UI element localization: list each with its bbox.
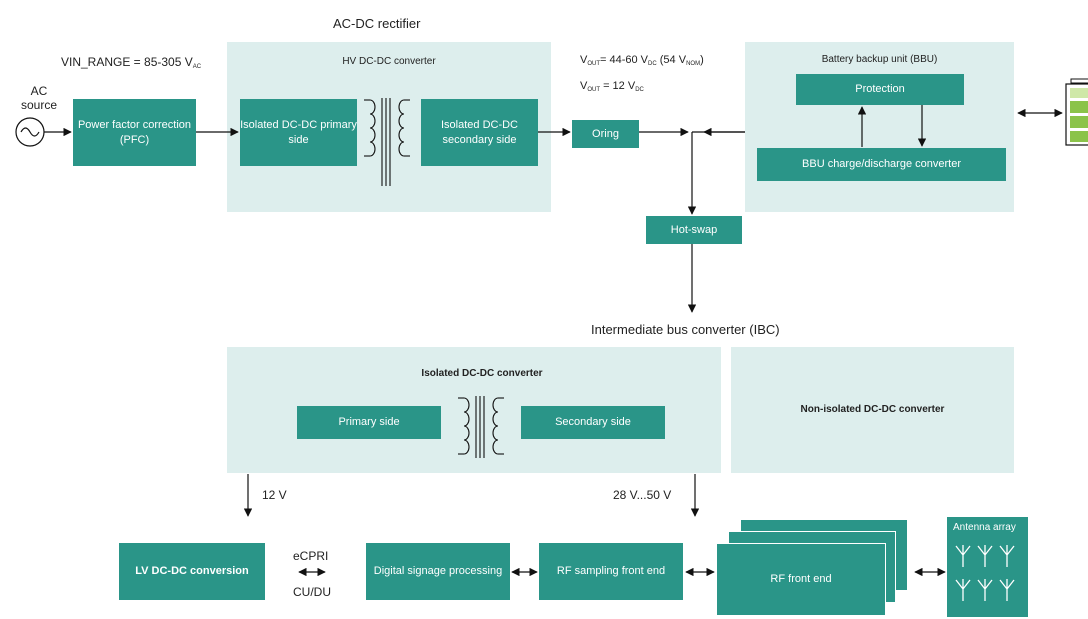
battery-icon bbox=[1065, 78, 1088, 146]
rf-front-end-block: RF front end bbox=[716, 543, 886, 616]
label-ecpri: eCPRI bbox=[293, 549, 329, 563]
rf-sampling-block: RF sampling front end bbox=[539, 543, 683, 600]
hotswap-block: Hot-swap bbox=[646, 216, 742, 244]
bbu-panel bbox=[745, 42, 1014, 212]
bbu-title: Battery backup unit (BBU) bbox=[821, 54, 938, 65]
iso-primary-block: Isolated DC-DC primary side bbox=[240, 99, 357, 166]
ac-source-label: AC source bbox=[21, 84, 58, 113]
nonisolated-converter-title: Non-isolated DC-DC converter bbox=[800, 404, 945, 415]
secondary-side-block: Secondary side bbox=[521, 406, 665, 439]
nonisolated-converter-panel bbox=[731, 347, 1014, 473]
transformer-icon-middle bbox=[458, 396, 504, 458]
dsp-block: Digital signage processing bbox=[366, 543, 510, 600]
vin-range-label: VIN_RANGE = 85-305 VAC bbox=[61, 55, 202, 70]
lv-dcdc-block: LV DC-DC conversion bbox=[119, 543, 265, 600]
primary-side-block: Primary side bbox=[297, 406, 441, 439]
acdc-rectifier-title: AC-DC rectifier bbox=[333, 16, 421, 31]
antenna-array-label: Antenna array bbox=[953, 522, 1016, 533]
label-cudu: CU/DU bbox=[293, 585, 331, 599]
vout-12v-label: VOUT = 12 VDC bbox=[580, 80, 644, 93]
oring-block: Oring bbox=[572, 120, 639, 148]
hv-converter-title: HV DC-DC converter bbox=[342, 56, 436, 67]
label-28-50v: 28 V...50 V bbox=[613, 488, 672, 502]
antenna-array-block: Antenna array bbox=[947, 517, 1028, 617]
iso-secondary-block: Isolated DC-DC secondary side bbox=[421, 99, 538, 166]
isolated-converter-title: Isolated DC-DC converter bbox=[421, 368, 543, 379]
transformer-icon-top bbox=[364, 98, 410, 186]
bbu-converter-block: BBU charge/discharge converter bbox=[757, 148, 1006, 181]
vout-range-label: VOUT= 44-60 VDC (54 VNOM) bbox=[580, 54, 704, 67]
pfc-block: Power factor correction (PFC) bbox=[73, 99, 196, 166]
protection-block: Protection bbox=[796, 74, 964, 105]
ibc-title: Intermediate bus converter (IBC) bbox=[591, 322, 780, 337]
label-12v: 12 V bbox=[262, 488, 287, 502]
antenna-icons bbox=[955, 545, 1015, 601]
